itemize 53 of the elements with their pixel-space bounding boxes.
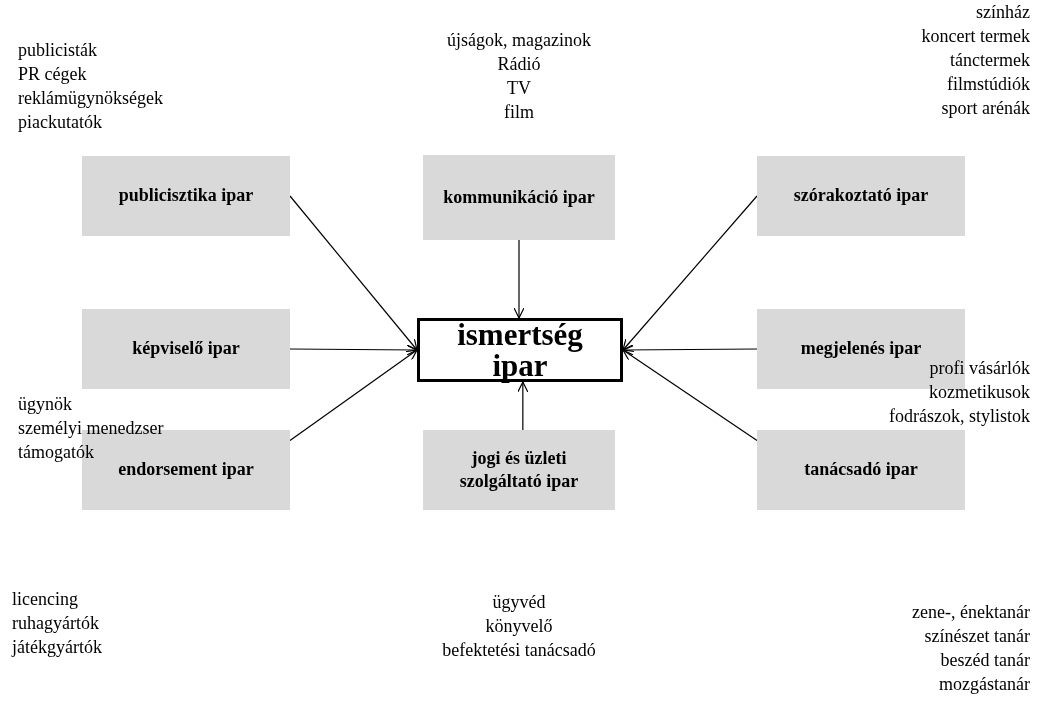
example-label: ügynök xyxy=(18,393,72,416)
industry-box xyxy=(423,155,615,240)
example-label: sport arénák xyxy=(941,97,1030,120)
example-label: piackutatók xyxy=(18,111,102,134)
arrow xyxy=(513,239,525,319)
example-label: zene-, énektanár xyxy=(912,601,1030,624)
industry-box xyxy=(757,156,965,236)
arrow xyxy=(622,195,758,351)
example-label: mozgástanár xyxy=(939,673,1030,696)
central-title: ismertség ipar xyxy=(456,319,584,381)
arrow xyxy=(517,381,529,431)
arrow xyxy=(289,195,418,351)
example-label: PR cégek xyxy=(18,63,87,86)
example-label: játékgyártók xyxy=(12,636,102,659)
example-label: kozmetikusok xyxy=(929,381,1030,404)
industry-box xyxy=(423,430,615,510)
arrow xyxy=(622,344,758,356)
industry-box xyxy=(82,309,290,389)
example-label: licencing xyxy=(12,588,78,611)
example-label: reklámügynökségek xyxy=(18,87,163,110)
example-label: TV xyxy=(507,77,531,100)
industry-name: kommunikáció ipar xyxy=(442,185,596,209)
example-label: újságok, magazinok xyxy=(447,29,591,52)
example-label: Rádió xyxy=(497,53,541,76)
industry-name: képviselő ipar xyxy=(131,337,241,361)
industry-name: tanácsadó ipar xyxy=(803,458,919,482)
example-label: filmstúdiók xyxy=(947,73,1030,96)
example-label: fodrászok, stylistok xyxy=(889,405,1030,428)
example-label: színház xyxy=(976,1,1030,24)
example-label: publicisták xyxy=(18,39,97,62)
example-label: ügyvéd xyxy=(492,591,546,614)
central-box xyxy=(417,318,623,382)
example-label: profi vásárlók xyxy=(929,357,1030,380)
example-label: könyvelő xyxy=(485,615,553,638)
arrow xyxy=(289,349,418,441)
industry-box xyxy=(82,156,290,236)
example-label: film xyxy=(504,101,534,124)
example-label: támogatók xyxy=(18,441,94,464)
industry-box xyxy=(757,430,965,510)
example-label: ruhagyártók xyxy=(12,612,99,635)
example-label: koncert termek xyxy=(921,25,1030,48)
industry-name: endorsement ipar xyxy=(117,458,255,482)
example-label: tánctermek xyxy=(950,49,1030,72)
industry-name: publicisztika ipar xyxy=(117,184,255,208)
example-label: színészet tanár xyxy=(924,625,1030,648)
industry-name: jogi és üzleti szolgáltató ipar xyxy=(458,446,580,493)
arrow xyxy=(622,349,758,441)
example-label: befektetési tanácsadó xyxy=(442,639,596,662)
industry-name: megjelenés ipar xyxy=(799,337,923,361)
example-label: beszéd tanár xyxy=(940,649,1030,672)
arrow xyxy=(289,344,418,356)
example-label: személyi menedzser xyxy=(18,417,164,440)
industry-name: szórakoztató ipar xyxy=(792,184,930,208)
